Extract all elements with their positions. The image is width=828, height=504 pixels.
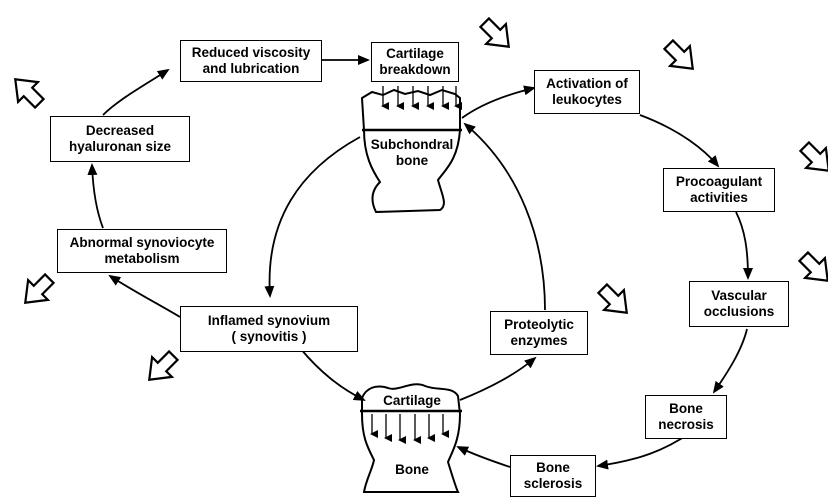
vascular-occlusions-box: Vascular occlusions <box>689 281 789 327</box>
lower-bone-shape <box>360 383 462 493</box>
proteolytic-enzymes-line2: enzymes <box>510 333 568 348</box>
outer-cycle-arrows <box>87 55 753 470</box>
bone-necrosis-box: Bone necrosis <box>645 395 727 439</box>
subchondral-label-line1: Subchondral <box>370 137 454 152</box>
hollow-arrow-icon <box>24 272 56 304</box>
activation-leukocytes-box: Activation of leukocytes <box>534 70 640 114</box>
abnormal-synoviocyte-line2: metabolism <box>104 251 180 266</box>
activation-leukocytes-line2: leukocytes <box>552 92 622 107</box>
subchondral-label-line2: bone <box>395 153 429 168</box>
hollow-arrow-icon <box>662 38 694 70</box>
procoagulant-line1: Procoagulant <box>675 174 763 189</box>
cartilage-label: Cartilage <box>383 393 441 408</box>
abnormal-synoviocyte-line1: Abnormal synoviocyte <box>69 235 215 250</box>
procoagulant-line2: activities <box>690 190 748 205</box>
procoagulant-box: Procoagulant activities <box>663 168 775 212</box>
decreased-hyaluronan-line1: Decreased <box>85 123 155 138</box>
lower-bone-arrows <box>370 414 449 444</box>
bone-sclerosis-line1: Bone <box>536 460 570 475</box>
vascular-occlusions-line2: occlusions <box>703 304 775 319</box>
bone-sclerosis-line2: sclerosis <box>523 476 583 491</box>
hollow-arrow-icon <box>14 78 46 110</box>
decreased-hyaluronan-box: Decreased hyaluronan size <box>50 116 190 162</box>
hollow-arrow-icon <box>148 349 180 381</box>
decreased-hyaluronan-line2: hyaluronan size <box>68 139 172 154</box>
cartilage-breakdown-line1: Cartilage <box>386 46 444 61</box>
hollow-arrow-icon <box>798 140 828 172</box>
hollow-arrow-icon <box>797 250 828 282</box>
hollow-arrows <box>14 16 828 381</box>
proteolytic-enzymes-box: Proteolytic enzymes <box>490 311 588 355</box>
bone-necrosis-line1: Bone <box>669 401 703 416</box>
cartilage-breakdown-box: Cartilage breakdown <box>371 42 459 82</box>
cartilage-breakdown-arrows <box>381 86 462 110</box>
cartilage-breakdown-line2: breakdown <box>379 62 451 77</box>
hollow-arrow-icon <box>478 16 510 48</box>
inflamed-synovium-line2: ( synovitis ) <box>231 329 307 344</box>
activation-leukocytes-line1: Activation of <box>546 76 628 91</box>
bone-label: Bone <box>395 462 429 477</box>
inflamed-synovium-line1: Inflamed synovium <box>207 313 331 328</box>
vascular-occlusions-line1: Vascular <box>711 288 767 303</box>
reduced-viscosity-line1: Reduced viscosity <box>191 45 311 60</box>
proteolytic-enzymes-line1: Proteolytic <box>504 317 574 332</box>
inner-cycle-arrows <box>264 122 546 401</box>
subchondral-bone-label: Subchondral bone <box>362 137 462 169</box>
abnormal-synoviocyte-box: Abnormal synoviocyte metabolism <box>57 229 227 273</box>
bone-sclerosis-box: Bone sclerosis <box>510 455 596 497</box>
hollow-arrow-icon <box>596 282 628 314</box>
reduced-viscosity-box: Reduced viscosity and lubrication <box>180 40 322 82</box>
bone-necrosis-line2: necrosis <box>658 417 714 432</box>
reduced-viscosity-line2: and lubrication <box>202 61 300 76</box>
inflamed-synovium-box: Inflamed synovium ( synovitis ) <box>180 306 358 352</box>
upper-bone-shape <box>360 88 462 214</box>
